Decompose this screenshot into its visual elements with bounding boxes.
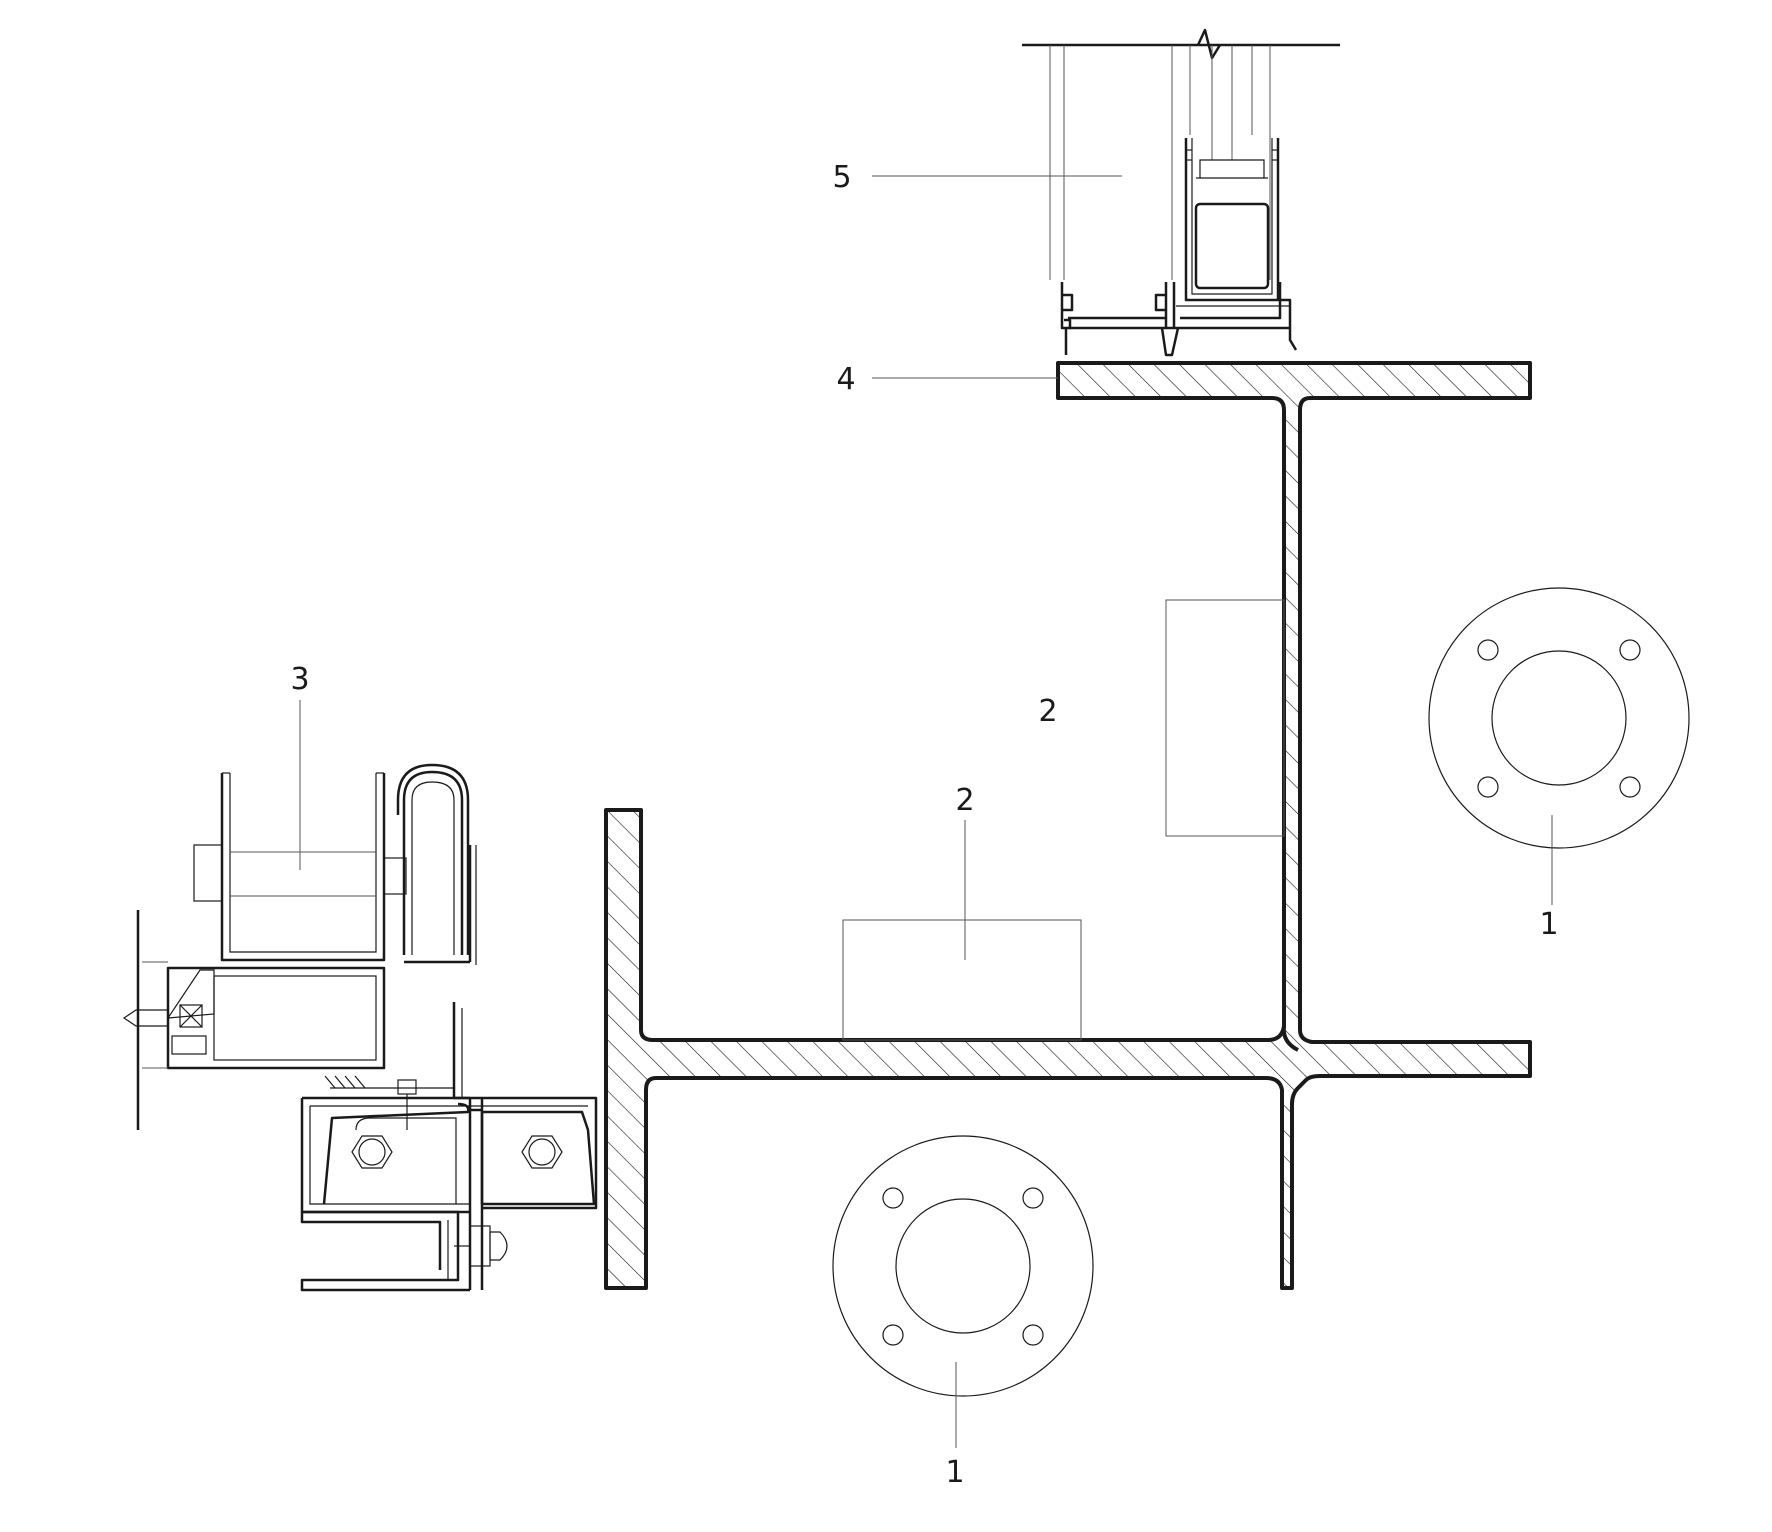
callout-1-right: 1 [1539, 907, 1558, 942]
flange-right [1428, 587, 1690, 849]
plate-horizontal [842, 919, 1082, 1041]
callout-1-bottom: 1 [945, 1455, 964, 1490]
callout-3: 3 [290, 662, 309, 697]
glazing-mullion-assembly [1022, 28, 1340, 357]
bracket-assembly [122, 763, 598, 1292]
callout-2-lower: 2 [955, 783, 974, 818]
callout-5: 5 [832, 160, 851, 195]
flange-bottom [832, 1135, 1094, 1397]
upper-flange-plate [604, 361, 1532, 1290]
callout-2-upper: 2 [1038, 694, 1057, 729]
callout-4: 4 [836, 362, 855, 397]
plate-vertical [1165, 599, 1285, 837]
